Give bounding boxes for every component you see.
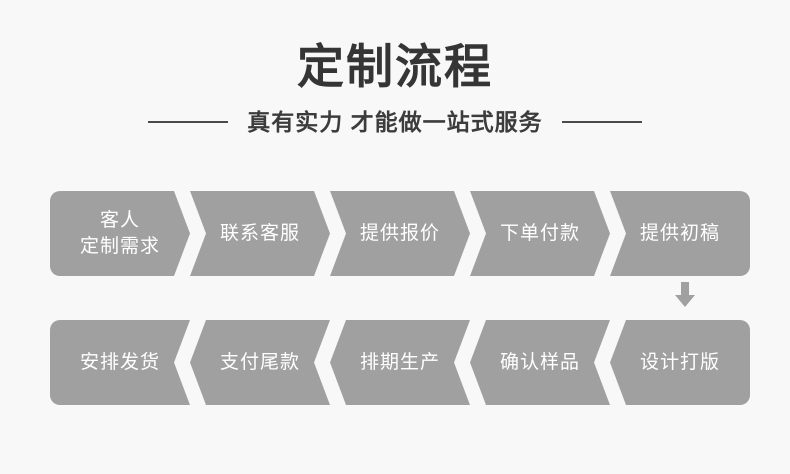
flow-step-9[interactable]: 支付尾款 xyxy=(190,320,330,405)
flow-step-4[interactable]: 下单付款 xyxy=(470,191,610,276)
flow-step-2-label: 联系客服 xyxy=(219,222,300,244)
flow-steps-row-2: 安排发货 支付尾款 排期生产 确认样品 设计打版 xyxy=(50,320,750,405)
flow-step-8[interactable]: 排期生产 xyxy=(330,320,470,405)
flow-step-5[interactable]: 提供初稿 xyxy=(610,191,750,276)
flow-step-10[interactable]: 安排发货 xyxy=(50,320,190,405)
flow-step-9-label: 支付尾款 xyxy=(219,351,300,373)
flow-step-7-label: 确认样品 xyxy=(499,351,580,373)
flow-step-7[interactable]: 确认样品 xyxy=(470,320,610,405)
subtitle-row: 真有实力 才能做一站式服务 xyxy=(0,107,790,137)
flow-row-2: 安排发货 支付尾款 排期生产 确认样品 设计打版 xyxy=(50,320,750,405)
divider-line-right xyxy=(561,121,642,123)
flow-step-1[interactable]: 客人 定制需求 xyxy=(50,191,190,276)
flow-step-3-label: 提供报价 xyxy=(359,222,440,244)
flow-step-4-label: 下单付款 xyxy=(499,222,580,244)
page-title: 定制流程 xyxy=(297,40,493,93)
page-subtitle: 真有实力 才能做一站式服务 xyxy=(247,109,543,135)
flow-step-2[interactable]: 联系客服 xyxy=(190,191,330,276)
flow-steps-row-1: 客人 定制需求 联系客服 提供报价 下单付款 提供初稿 xyxy=(50,191,750,276)
flow-step-5-label: 提供初稿 xyxy=(639,222,720,244)
flow-row-1: 客人 定制需求 联系客服 提供报价 下单付款 提供初稿 xyxy=(50,191,750,276)
flow-step-6[interactable]: 设计打版 xyxy=(610,320,750,405)
page-header: 定制流程 真有实力 才能做一站式服务 xyxy=(0,0,790,137)
flow-step-6-label: 设计打版 xyxy=(639,351,720,373)
arrow-down-icon xyxy=(673,282,697,308)
flow-step-3[interactable]: 提供报价 xyxy=(330,191,470,276)
divider-line-left xyxy=(148,121,229,123)
flow-step-10-label: 安排发货 xyxy=(79,351,160,373)
flow-step-8-label: 排期生产 xyxy=(359,351,440,373)
flow-step-1-label: 客人 定制需求 xyxy=(79,209,160,257)
